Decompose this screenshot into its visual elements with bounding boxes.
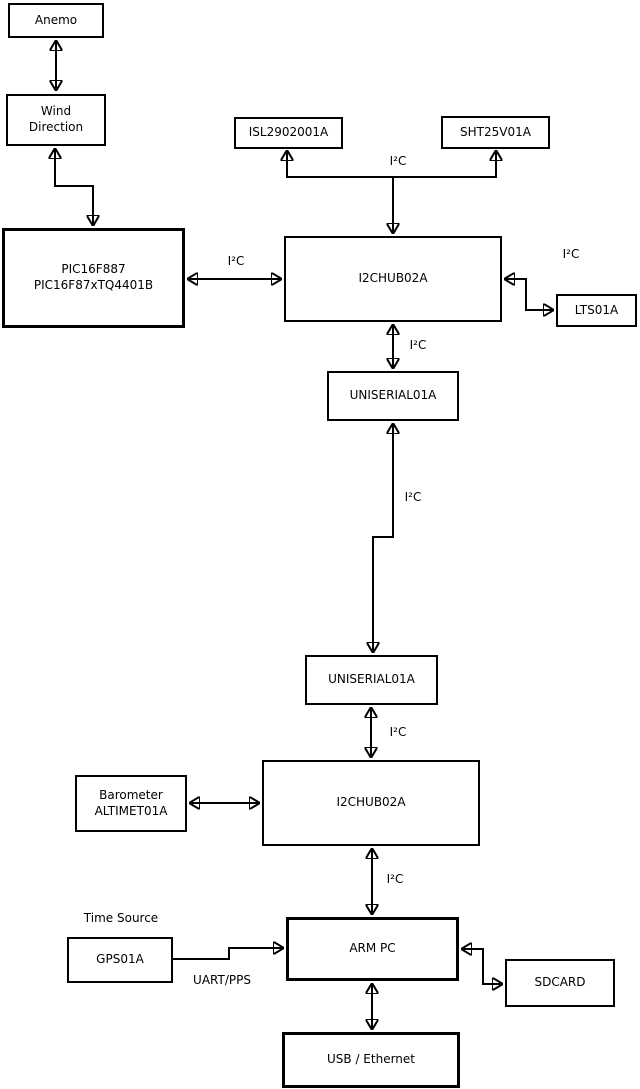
edge-label-time-source: Time Source — [83, 911, 159, 925]
box-uniserial01a-bottom: UNISERIAL01A — [305, 655, 438, 705]
box-i2chub02a-top-label: I2CHUB02A — [358, 271, 428, 286]
box-usb-ethernet: USB / Ethernet — [282, 1032, 460, 1088]
box-barometer-label-line2: ALTIMET01A — [94, 803, 168, 818]
box-barometer-label-line1: Barometer — [99, 787, 163, 802]
edge-label-i2c-uniserial-hub2: I²C — [389, 725, 407, 739]
edge-label-i2c-uniserial-link: I²C — [404, 490, 422, 504]
connector-isl-sht-bus — [287, 150, 496, 178]
box-isl2902001a-label: ISL2902001A — [248, 125, 329, 140]
connector-winddirection-pic — [55, 148, 93, 226]
box-pic16f887: PIC16F887 PIC16F87xTQ4401B — [2, 228, 185, 328]
edge-label-i2c-sensor-bus: I²C — [389, 154, 407, 168]
box-uniserial01a-bottom-label: UNISERIAL01A — [328, 672, 415, 687]
edge-label-i2c-hub-uniserial: I²C — [409, 338, 427, 352]
box-i2chub02a-top: I2CHUB02A — [284, 236, 502, 322]
box-barometer-altimet01a: Barometer ALTIMET01A — [75, 775, 187, 832]
box-wind-direction: Wind Direction — [6, 94, 106, 146]
box-wind-direction-label-line1: Wind — [40, 104, 72, 119]
box-sht25v01a-label: SHT25V01A — [460, 124, 531, 139]
box-pic16f887-label-line1: PIC16F887 — [61, 262, 126, 277]
box-i2chub02a-bottom-label: I2CHUB02A — [336, 795, 406, 810]
edge-label-i2c-hub-lts: I²C — [562, 247, 580, 261]
box-isl2902001a: ISL2902001A — [234, 117, 343, 149]
box-gps01a: GPS01A — [67, 937, 173, 983]
edge-label-i2c-hub2-armpc: I²C — [386, 872, 404, 886]
box-uniserial01a-top-label: UNISERIAL01A — [349, 388, 437, 403]
box-pic16f887-label-line2: PIC16F87xTQ4401B — [33, 278, 154, 292]
box-lts01a: LTS01A — [556, 294, 637, 327]
connector-gps-armpc — [173, 948, 284, 960]
box-sdcard-label: SDCARD — [534, 975, 586, 990]
box-arm-pc-label: ARM PC — [349, 941, 396, 956]
box-anemo: Anemo — [8, 3, 104, 38]
box-sdcard: SDCARD — [505, 959, 615, 1007]
box-wind-direction-label-line2: Direction — [28, 120, 84, 134]
box-arm-pc: ARM PC — [286, 917, 459, 981]
box-usb-ethernet-label: USB / Ethernet — [327, 1052, 415, 1067]
box-anemo-label: Anemo — [34, 12, 78, 27]
edge-label-i2c-pic-hub: I²C — [227, 254, 245, 268]
box-lts01a-label: LTS01A — [574, 302, 619, 317]
box-gps01a-label: GPS01A — [96, 952, 144, 967]
connector-uniserial-link — [373, 423, 393, 653]
box-uniserial01a-top: UNISERIAL01A — [327, 371, 459, 421]
connector-armpc-sdcard — [461, 949, 503, 984]
connector-i2chub-top-lts — [504, 279, 554, 310]
edge-label-uart-pps: UART/PPS — [193, 973, 251, 987]
box-sht25v01a: SHT25V01A — [441, 116, 550, 149]
box-i2chub02a-bottom: I2CHUB02A — [262, 760, 480, 846]
